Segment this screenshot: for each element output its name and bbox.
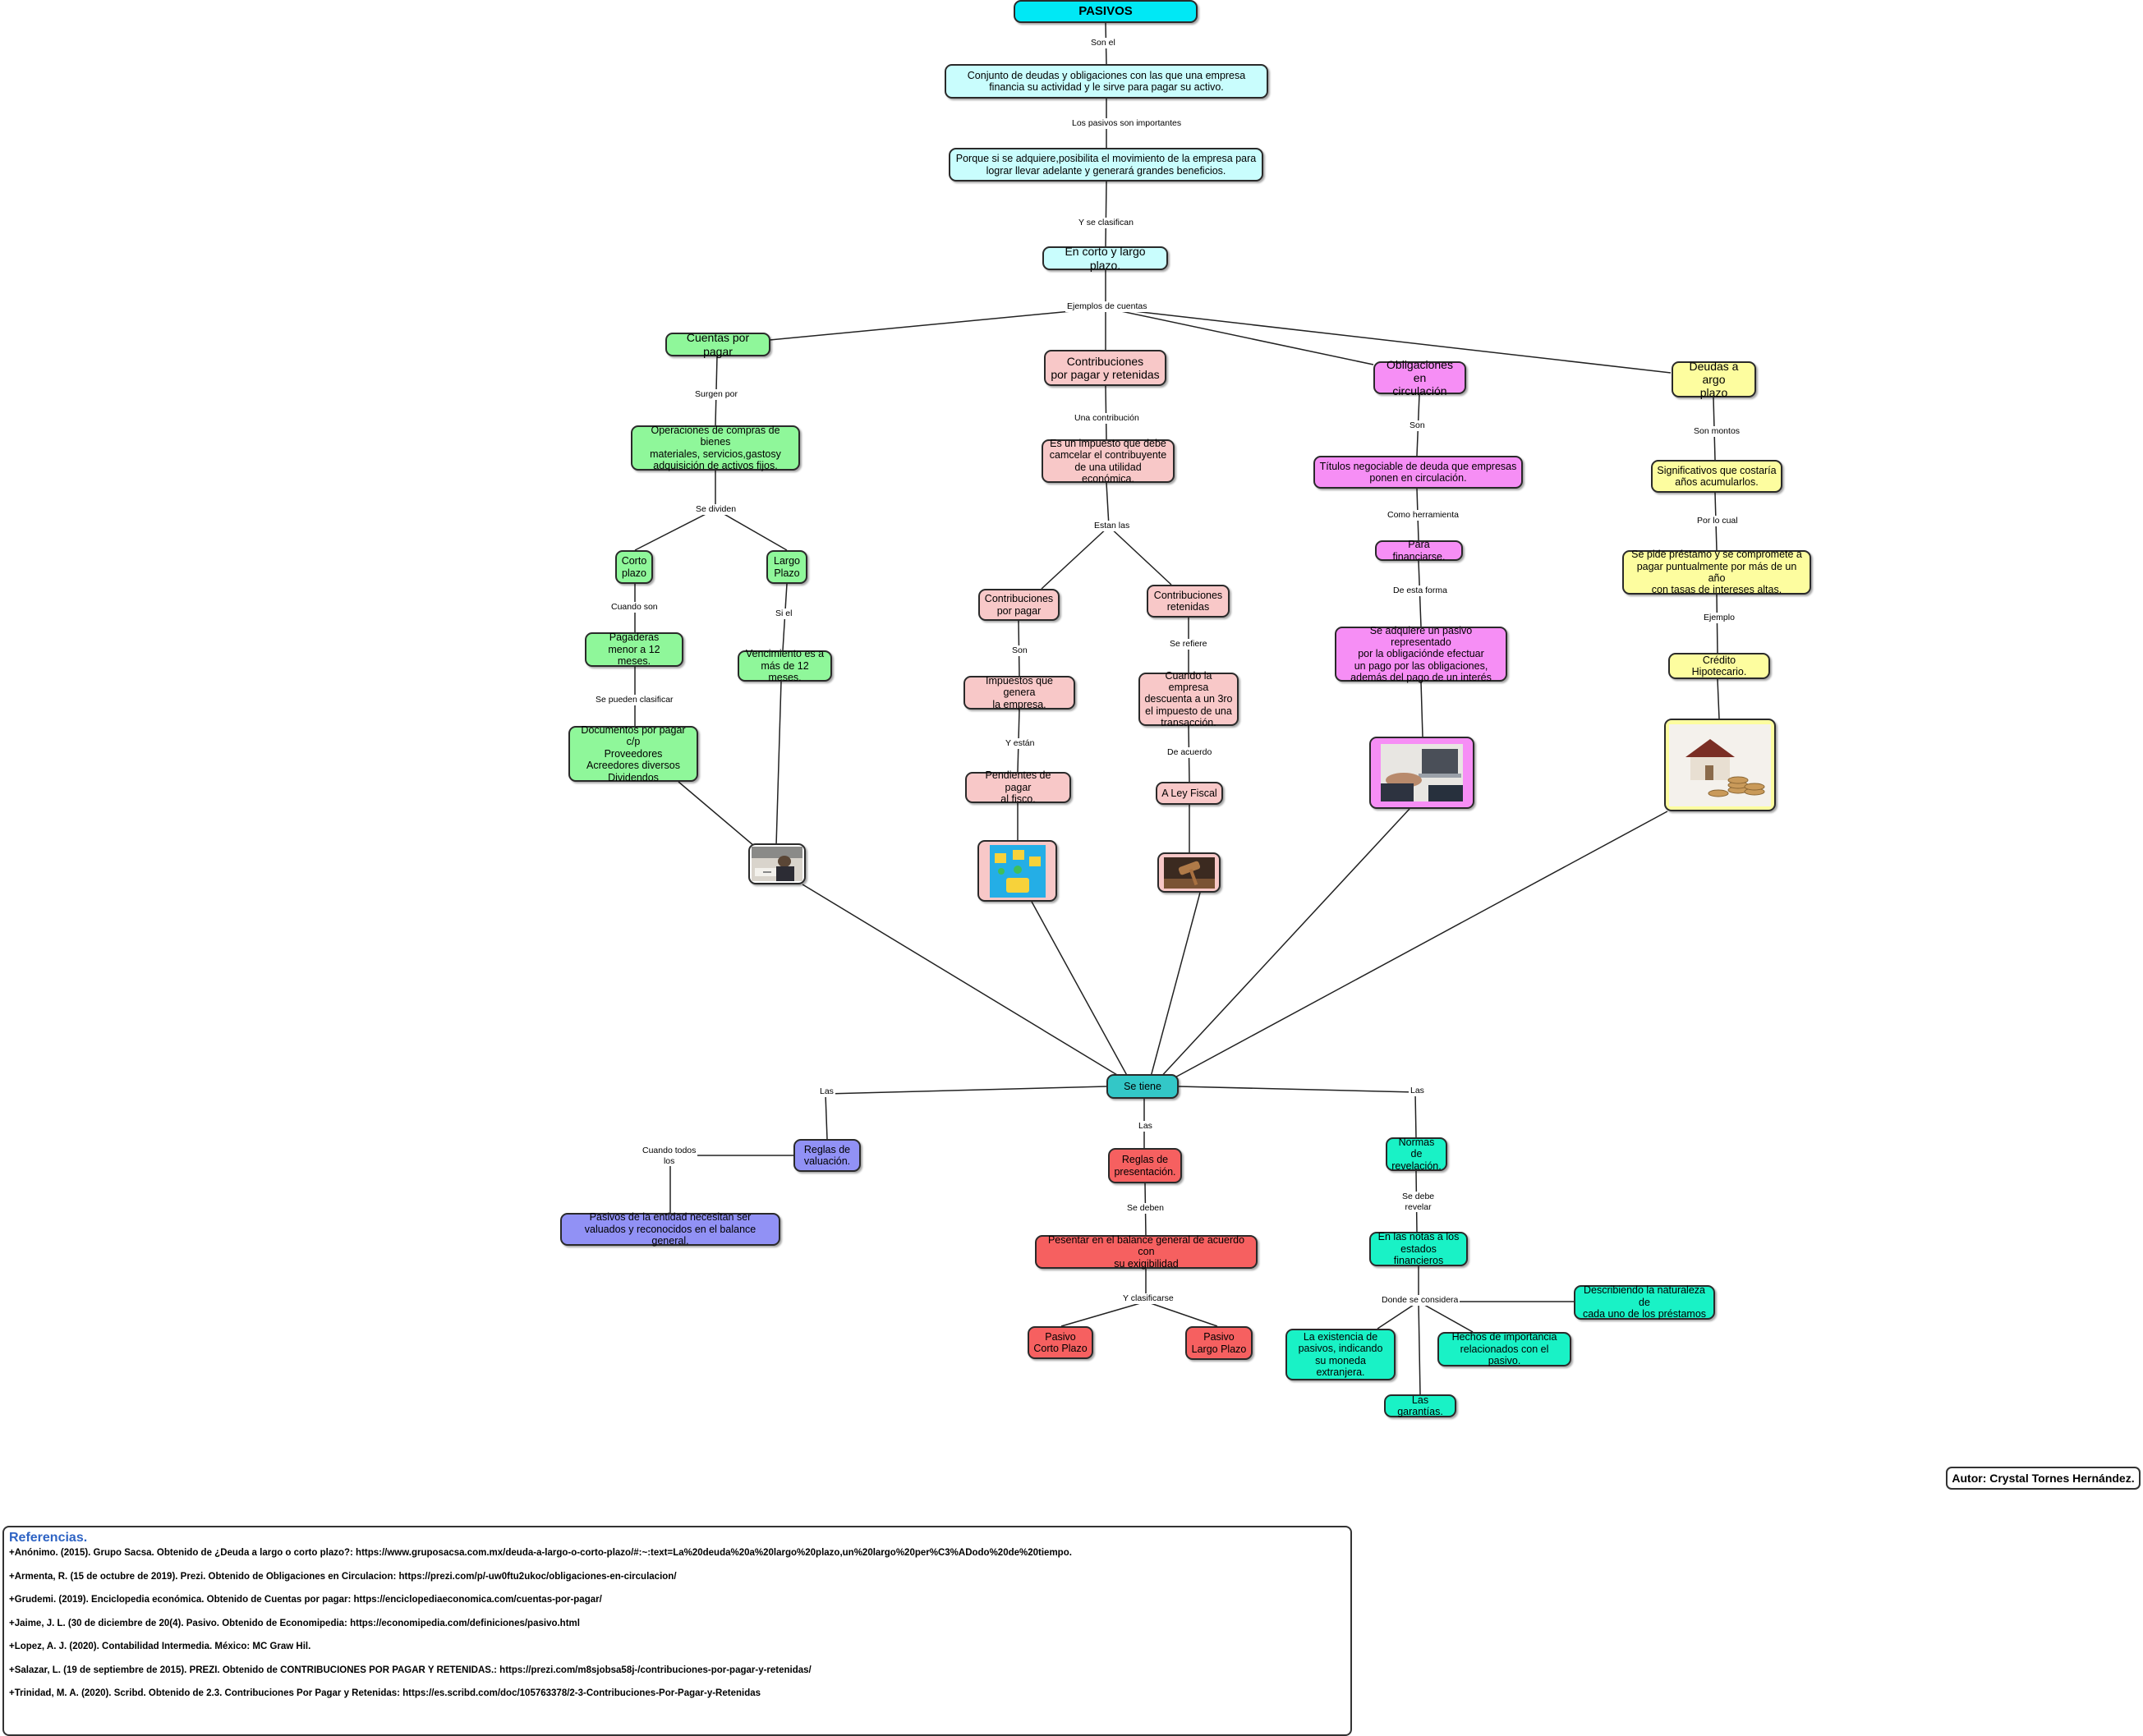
adquiere-node[interactable]: Se adquiere un pasivo representado por l… (1335, 625, 1507, 683)
office-photo-icon (748, 843, 806, 884)
documentos-node[interactable]: Documentos por pagar c/p Proveedores Acr… (568, 724, 698, 783)
titulos-node[interactable]: Títulos negociable de deuda que empresas… (1313, 456, 1523, 489)
link-ejemplos: Ejemplos de cuentas (1065, 301, 1149, 312)
reglas-presentacion-node[interactable]: Reglas de presentación. (1108, 1148, 1182, 1183)
reference-item: +Grudemi. (2019). Enciclopedia económica… (9, 1595, 602, 1605)
describiendo-node[interactable]: Describiendo la naturaleza de cada uno d… (1574, 1284, 1715, 1320)
gavel-icon (1157, 852, 1221, 893)
link-cuando-todos: Cuando todos los (641, 1146, 698, 1167)
link-surgen: Surgen por (693, 389, 739, 400)
link-las-mid: Las (1137, 1121, 1154, 1132)
link-refiere: Se refiere (1168, 639, 1209, 650)
corto-largo-node[interactable]: En corto y largo plazo. (1042, 245, 1168, 272)
link-donde: Donde se considera (1380, 1295, 1460, 1306)
significativos-node[interactable]: Significativos que costaría años acumula… (1651, 460, 1782, 493)
link-las-left: Las (818, 1086, 835, 1097)
link-esta-forma: De esta forma (1391, 586, 1449, 596)
reglas-valuacion-node[interactable]: Reglas de valuación. (793, 1139, 861, 1172)
link-clasifican: Y se clasifican (1077, 218, 1135, 228)
contribuciones-node[interactable]: Contribuciones por pagar y retenidas (1044, 350, 1166, 386)
financiarse-node[interactable]: Para financiarse. (1375, 539, 1463, 563)
contrib-retenidas-node[interactable]: Contribuciones retenidas (1147, 585, 1230, 618)
link-y-estan: Y están (1004, 738, 1037, 749)
reference-item: +Anónimo. (2015). Grupo Sacsa. Obtenido … (9, 1548, 1072, 1558)
link-ejemplo: Ejemplo (1702, 613, 1736, 623)
author-label: Autor: Crystal Tornes Hernández. (1946, 1467, 2141, 1490)
pasivos-node[interactable]: PASIVOS (1014, 0, 1198, 23)
pasivo-largo-plazo-node[interactable]: Pasivo Largo Plazo (1185, 1326, 1253, 1360)
operaciones-node[interactable]: Operaciones de compras de bienes materia… (631, 425, 800, 471)
vencimiento-node[interactable]: Vencimiento es a más de 12 meses. (738, 648, 832, 683)
pagaderas-node[interactable]: Pagaderas menor a 12 meses. (585, 631, 683, 667)
link-son-el: Son el (1089, 38, 1117, 48)
definicion-node[interactable]: Conjunto de deudas y obligaciones con la… (945, 64, 1268, 99)
corto-plazo-node[interactable]: Corto plazo (615, 550, 653, 584)
link-estan-las: Estan las (1092, 521, 1132, 531)
pasivos-entidad-node[interactable]: Pasivos de la entidad necesitan ser valu… (560, 1211, 780, 1247)
reference-item: +Armenta, R. (15 de octubre de 2019). Pr… (9, 1571, 677, 1582)
reference-item: +Jaime, J. L. (30 de diciembre de 20(4).… (9, 1618, 580, 1628)
credito-node[interactable]: Crédito Hipotecario. (1668, 653, 1770, 679)
hechos-node[interactable]: Hechos de importancia relacionados con e… (1437, 1331, 1571, 1366)
pendientes-node[interactable]: Pendientes de pagar al fisco. (965, 769, 1071, 805)
references-box: Referencias. +Anónimo. (2015). Grupo Sac… (2, 1526, 1352, 1736)
impuestos-genera-node[interactable]: Impuestos que genera la empresa. (963, 675, 1075, 710)
link-y-clasificarse: Y clasificarse (1121, 1293, 1175, 1304)
largo-plazo-node[interactable]: Largo Plazo (766, 550, 807, 584)
link-de-acuerdo: De acuerdo (1166, 747, 1214, 758)
cuentas-por-pagar-node[interactable]: Cuentas por pagar (665, 331, 770, 358)
link-son-2: Son (1408, 420, 1427, 431)
link-dividen: Se dividen (694, 504, 738, 515)
link-importantes: Los pasivos son importantes (1070, 118, 1184, 129)
presentar-node[interactable]: Pesentar en el balance general de acuerd… (1035, 1234, 1258, 1270)
references-title: Referencias. (9, 1531, 88, 1545)
link-las-right: Las (1409, 1086, 1426, 1096)
obligaciones-node[interactable]: Obligaciones en circulación (1373, 358, 1466, 397)
money-puzzle-icon (977, 840, 1057, 902)
link-cuando-son: Cuando son (609, 602, 660, 613)
link-por-lo-cual: Por lo cual (1695, 516, 1740, 526)
link-pueden-clasificar: Se pueden clasificar (594, 695, 675, 705)
normas-revelacion-node[interactable]: Normas de revelación. (1386, 1137, 1447, 1172)
link-son-montos: Son montos (1692, 426, 1742, 437)
existencia-node[interactable]: La existencia de pasivos, indicando su m… (1285, 1329, 1396, 1380)
contrib-pagar-node[interactable]: Contribuciones por pagar (978, 589, 1060, 621)
se-tiene-node[interactable]: Se tiene (1106, 1074, 1179, 1099)
garantias-node[interactable]: Las garantías. (1384, 1394, 1456, 1417)
notas-node[interactable]: En las notas a los estados financieros (1369, 1231, 1468, 1266)
deudas-largo-plazo-node[interactable]: Deudas a argo plazo (1672, 360, 1756, 399)
link-una-contrib: Una contribución (1073, 413, 1141, 424)
impuesto-node[interactable]: Es un impuesto que debe camcelar el cont… (1042, 438, 1175, 485)
link-se-deben: Se deben (1125, 1203, 1166, 1214)
cuando-empresa-node[interactable]: Cuando la empresa descuenta a un 3ro el … (1138, 670, 1239, 728)
ley-fiscal-node[interactable]: A Ley Fiscal (1156, 782, 1223, 805)
link-se-debe-revelar: Se debe revelar (1400, 1192, 1437, 1213)
porque-node[interactable]: Porque si se adquiere,posibilita el movi… (949, 148, 1263, 181)
house-coins-icon (1664, 719, 1776, 811)
link-herramienta: Como herramienta (1386, 510, 1460, 521)
reference-item: +Trinidad, M. A. (2020). Scribd. Obtenid… (9, 1688, 761, 1698)
link-si-el: Si el (774, 609, 794, 619)
link-son-1: Son (1010, 645, 1029, 656)
pide-prestamo-node[interactable]: Se pide préstamo y se compromete a pagar… (1622, 549, 1811, 595)
pasivo-corto-plazo-node[interactable]: Pasivo Corto Plazo (1028, 1326, 1093, 1359)
handshake-laptop-icon (1369, 737, 1474, 809)
reference-item: +Salazar, L. (19 de septiembre de 2015).… (9, 1665, 812, 1675)
reference-item: +Lopez, A. J. (2020). Contabilidad Inter… (9, 1642, 311, 1651)
